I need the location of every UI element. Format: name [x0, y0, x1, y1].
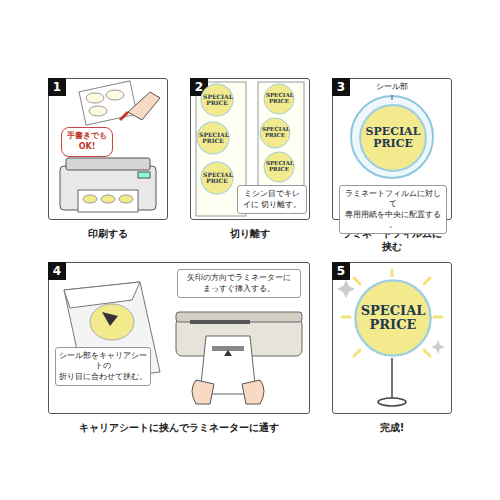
note-callout: ラミネートフィルムに対して 専用用紙を中央に配置する。	[339, 185, 447, 234]
price-sticker: SPECIAL PRICE	[358, 103, 428, 173]
note-text: ラミネートフィルムに対して 専用用紙を中央に配置する。	[343, 189, 443, 230]
callout-number: 5	[332, 262, 350, 280]
step-caption: キャリアシートに挟んでラミネーターに通す	[49, 421, 309, 434]
laminate-film	[351, 95, 433, 178]
finished-pop	[337, 270, 445, 356]
sticker-text: SPECIAL PRICE	[266, 161, 292, 173]
sticker-text: SPECIAL PRICE	[266, 93, 292, 105]
price-sticker: SPECIAL PRICE	[196, 121, 230, 155]
card-stand	[378, 358, 406, 406]
sticker-text: SPECIAL PRICE	[364, 126, 421, 149]
note-callout: ミシン目でキレイに 切り離す。	[237, 185, 307, 214]
callout-number: 1	[48, 78, 66, 96]
callout-number: 3	[332, 78, 350, 96]
price-sticker: SPECIAL PRICE	[353, 278, 433, 358]
sheet-strips	[196, 82, 304, 216]
note-text: 手書きでも OK!	[64, 131, 110, 153]
price-sticker: SPECIAL PRICE	[200, 161, 234, 195]
sticker-text: SPECIAL PRICE	[203, 172, 231, 185]
price-sticker: SPECIAL PRICE	[263, 151, 295, 183]
price-sticker: SPECIAL PRICE	[200, 83, 234, 117]
step-caption: 完成!	[333, 421, 451, 434]
step-panel: 2切り離すSPECIAL PRICESPECIAL PRICESPECIAL P…	[190, 78, 310, 220]
step-panel: 4キャリアシートに挟んでラミネーターに通す矢印の方向でラミネーターに まっすぐ挿…	[48, 262, 310, 414]
printer-illustration	[60, 81, 160, 212]
step-caption: 切り離す	[191, 227, 309, 240]
sticker-text: SPECIAL PRICE	[199, 132, 227, 145]
step-panel: 5完成!SPECIAL PRICE	[332, 262, 452, 414]
price-sticker: SPECIAL PRICE	[263, 83, 295, 115]
part-label: シール部	[376, 81, 408, 92]
sticker-text: SPECIAL PRICE	[203, 94, 231, 107]
callout-number: 4	[48, 262, 66, 280]
step-panel: 3ラミネートフィルムに 挟むSPECIAL PRICEラミネートフィルムに対して…	[332, 78, 452, 220]
note-text: ミシン目でキレイに 切り離す。	[241, 189, 303, 209]
sticker-text: SPECIAL PRICE	[262, 127, 288, 139]
sticker-text: SPECIAL PRICE	[360, 304, 426, 331]
note-text: シール部をキャリアシートの 折り目に合わせて挟む。	[59, 351, 147, 381]
note-callout: シール部をキャリアシートの 折り目に合わせて挟む。	[55, 347, 151, 386]
note-text: 矢印の方向でラミネーターに まっすぐ挿入する。	[181, 273, 297, 293]
note-callout: 矢印の方向でラミネーターに まっすぐ挿入する。	[177, 269, 301, 298]
step-panel: 1印刷する手書きでも OK!	[48, 78, 168, 220]
speech-bubble: 手書きでも OK!	[61, 127, 113, 157]
price-sticker: SPECIAL PRICE	[259, 117, 291, 149]
step-caption: 印刷する	[49, 227, 167, 240]
